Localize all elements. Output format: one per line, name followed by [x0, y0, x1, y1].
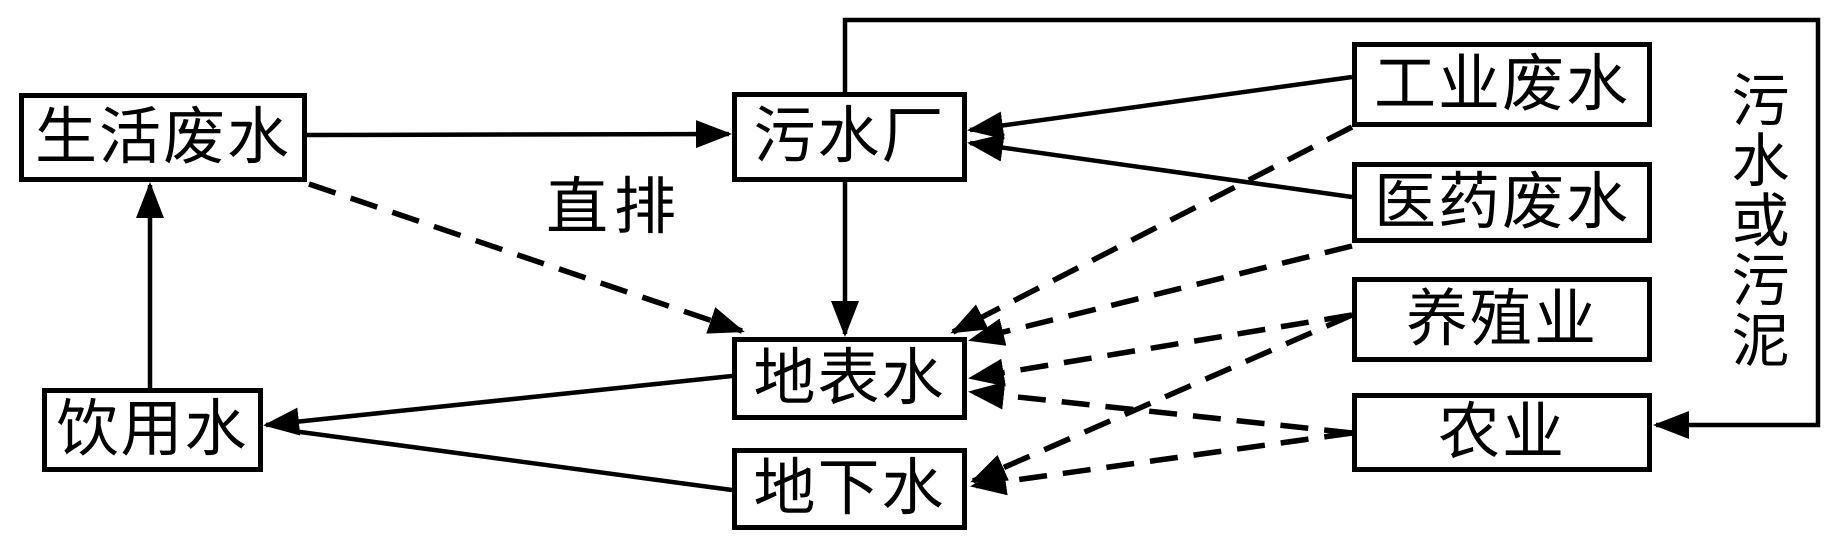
edge-domestic-to-sewage-plant [306, 120, 732, 149]
label-direct-discharge: 直排 [546, 174, 683, 242]
node-groundwater: 地下水 [732, 448, 967, 530]
edge-groundwater-to-drinking-water [292, 428, 733, 493]
node-agriculture: 农业 [1352, 393, 1652, 472]
node-pharma-wastewater: 医药废水 [1352, 162, 1652, 243]
node-surface-water: 地表水 [732, 337, 967, 420]
edge-industrial-to-surface-water [950, 124, 1354, 335]
edge-industrial-to-sewage-plant [967, 74, 1353, 140]
edge-agriculture-to-groundwater [970, 430, 1353, 496]
edge-aquaculture-to-groundwater [970, 312, 1354, 484]
edge-domestic-direct-to-surface-water [308, 181, 745, 334]
edge-pharma-to-sewage-plant [967, 133, 1353, 200]
edge-pharma-to-surface-water [968, 243, 1353, 346]
node-drinking-water: 饮用水 [42, 388, 263, 472]
label-sewage-or-sludge: 污水或污泥 [1722, 70, 1788, 370]
node-sewage-plant: 污水厂 [732, 92, 967, 182]
edge-aquaculture-to-surface-water [968, 312, 1353, 387]
edge-sewage-plant-to-agriculture-sludge [842, 17, 1821, 439]
node-industrial-wastewater: 工业废水 [1352, 42, 1652, 127]
edge-agriculture-to-surface-water [968, 381, 1353, 436]
node-domestic-wastewater: 生活废水 [19, 93, 307, 182]
edge-surface-water-to-drinking-water [263, 373, 733, 436]
node-aquaculture: 养殖业 [1352, 277, 1652, 362]
